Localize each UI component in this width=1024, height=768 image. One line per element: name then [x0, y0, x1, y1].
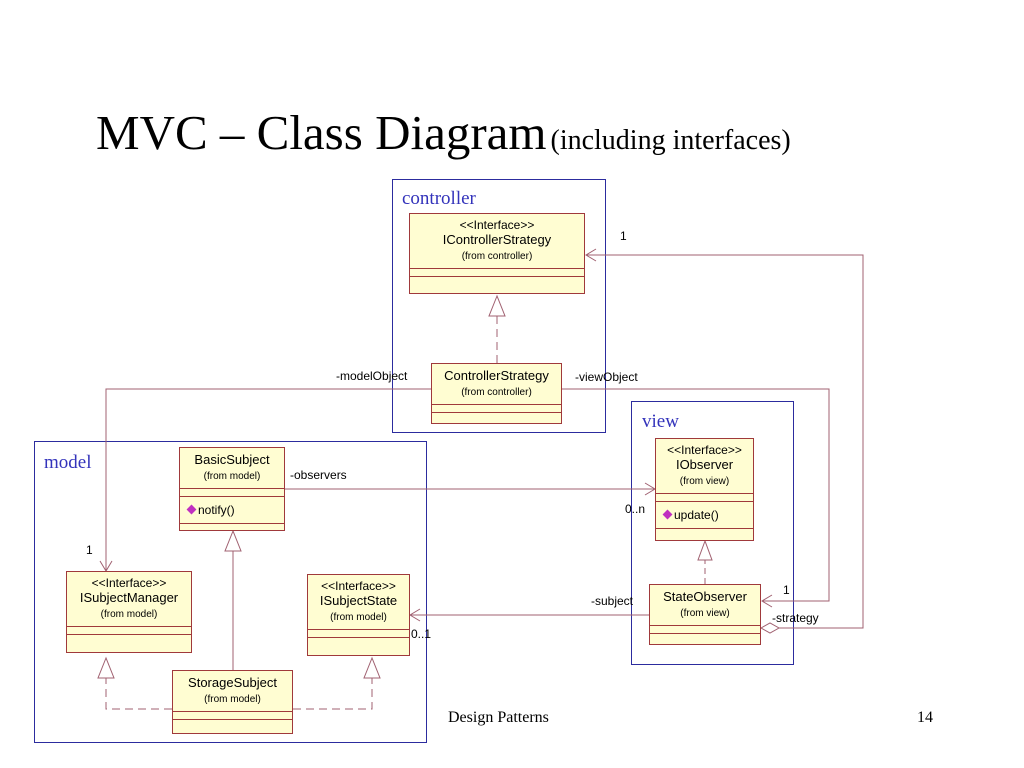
label-subject: -subject — [591, 594, 634, 608]
class-storagesubject[interactable]: StorageSubject (from model) — [172, 670, 293, 734]
multiplicity-controller: 1 — [620, 229, 627, 243]
multiplicity-subject-state: 0..1 — [411, 627, 432, 641]
class-icontrollerstrategy[interactable]: <<Interface>> IControllerStrategy (from … — [409, 213, 585, 294]
generalization-arrowhead — [224, 529, 242, 552]
class-origin: (from model) — [203, 471, 261, 482]
class-basicsubject[interactable]: BasicSubject (from model) notify() — [179, 447, 285, 531]
stereotype-label: <<Interface>> — [91, 576, 167, 590]
class-controllerstrategy[interactable]: ControllerStrategy (from controller) — [431, 363, 562, 424]
class-origin: (from controller) — [461, 251, 533, 262]
label-model-object: -modelObject — [336, 369, 408, 383]
class-stateobserver[interactable]: StateObserver (from view) — [649, 584, 761, 645]
class-name: StorageSubject — [188, 675, 277, 690]
class-name: ControllerStrategy — [444, 368, 549, 383]
realization-subjectmanager-line — [105, 678, 172, 710]
multiplicity-subject-manager: 1 — [86, 543, 93, 557]
association-viewobject-line — [562, 388, 830, 602]
realization-arrowhead — [488, 294, 506, 317]
package-view — [631, 401, 794, 665]
class-origin: (from view) — [679, 476, 730, 487]
operation-icon — [662, 509, 673, 520]
title-main: MVC – Class Diagram — [96, 105, 547, 160]
class-origin: (from model) — [330, 612, 387, 623]
multiplicity-observers: 0..n — [625, 502, 646, 516]
class-name: BasicSubject — [194, 452, 270, 467]
realization-arrowhead — [697, 539, 713, 561]
association-modelobject-line — [105, 388, 431, 571]
operation-label: update() — [674, 508, 719, 522]
class-iobserver[interactable]: <<Interface>> IObserver (from view) upda… — [655, 438, 754, 541]
association-strategy-line — [586, 254, 864, 629]
realization-arrowhead — [97, 656, 115, 679]
label-view-object: -viewObject — [575, 370, 638, 384]
operation-label: notify() — [198, 503, 235, 517]
multiplicity-state-observer: 1 — [783, 583, 790, 597]
stereotype-label: <<Interface>> — [321, 579, 396, 593]
package-controller-label: controller — [402, 188, 476, 209]
class-origin: (from model) — [204, 694, 261, 705]
class-name: IObserver — [675, 457, 734, 472]
association-subject-arrowhead — [409, 608, 421, 622]
class-name: ISubjectManager — [79, 590, 179, 605]
class-name: ISubjectState — [319, 593, 398, 608]
class-isubjectmanager[interactable]: <<Interface>> ISubjectManager (from mode… — [66, 571, 192, 653]
realization-subjectstate-line — [293, 678, 373, 710]
class-isubjectstate[interactable]: <<Interface>> ISubjectState (from model) — [307, 574, 410, 656]
association-viewobject-arrowhead — [761, 594, 773, 608]
class-name: IControllerStrategy — [442, 232, 552, 247]
realization-arrowhead — [363, 656, 381, 679]
class-origin: (from controller) — [461, 387, 532, 398]
class-origin: (from model) — [100, 609, 158, 620]
aggregation-diamond — [759, 622, 781, 634]
slide-title: MVC – Class Diagram (including interface… — [96, 104, 791, 161]
label-strategy: -strategy — [772, 611, 819, 625]
package-controller — [392, 179, 606, 433]
association-strategy-arrowhead — [585, 248, 597, 262]
operation-icon — [186, 504, 197, 515]
stereotype-label: <<Interface>> — [459, 218, 535, 232]
class-origin: (from view) — [680, 608, 730, 619]
label-observers: -observers — [290, 468, 347, 482]
class-name: StateObserver — [663, 589, 747, 604]
footer-text: Design Patterns — [448, 709, 549, 726]
package-model — [34, 441, 427, 743]
title-subtitle: (including interfaces) — [550, 125, 791, 156]
page-number: 14 — [917, 709, 933, 726]
stereotype-label: <<Interface>> — [667, 443, 742, 457]
package-view-label: view — [642, 411, 679, 432]
package-model-label: model — [44, 452, 92, 473]
